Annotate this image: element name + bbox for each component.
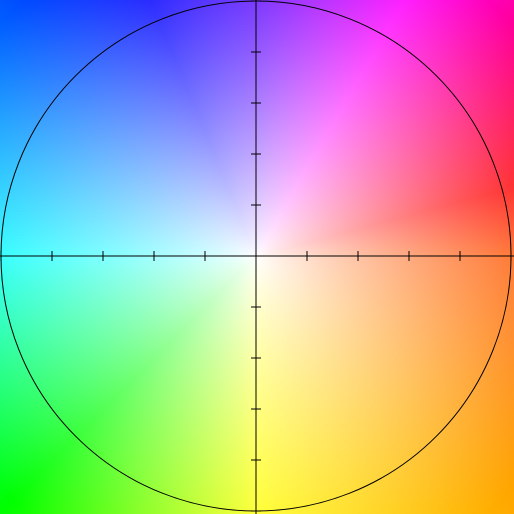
- wheel-overlay: [0, 0, 514, 514]
- axis-ticks: [0, 0, 512, 512]
- color-wheel-picker[interactable]: [0, 0, 514, 514]
- color-gradient-field[interactable]: [0, 0, 514, 514]
